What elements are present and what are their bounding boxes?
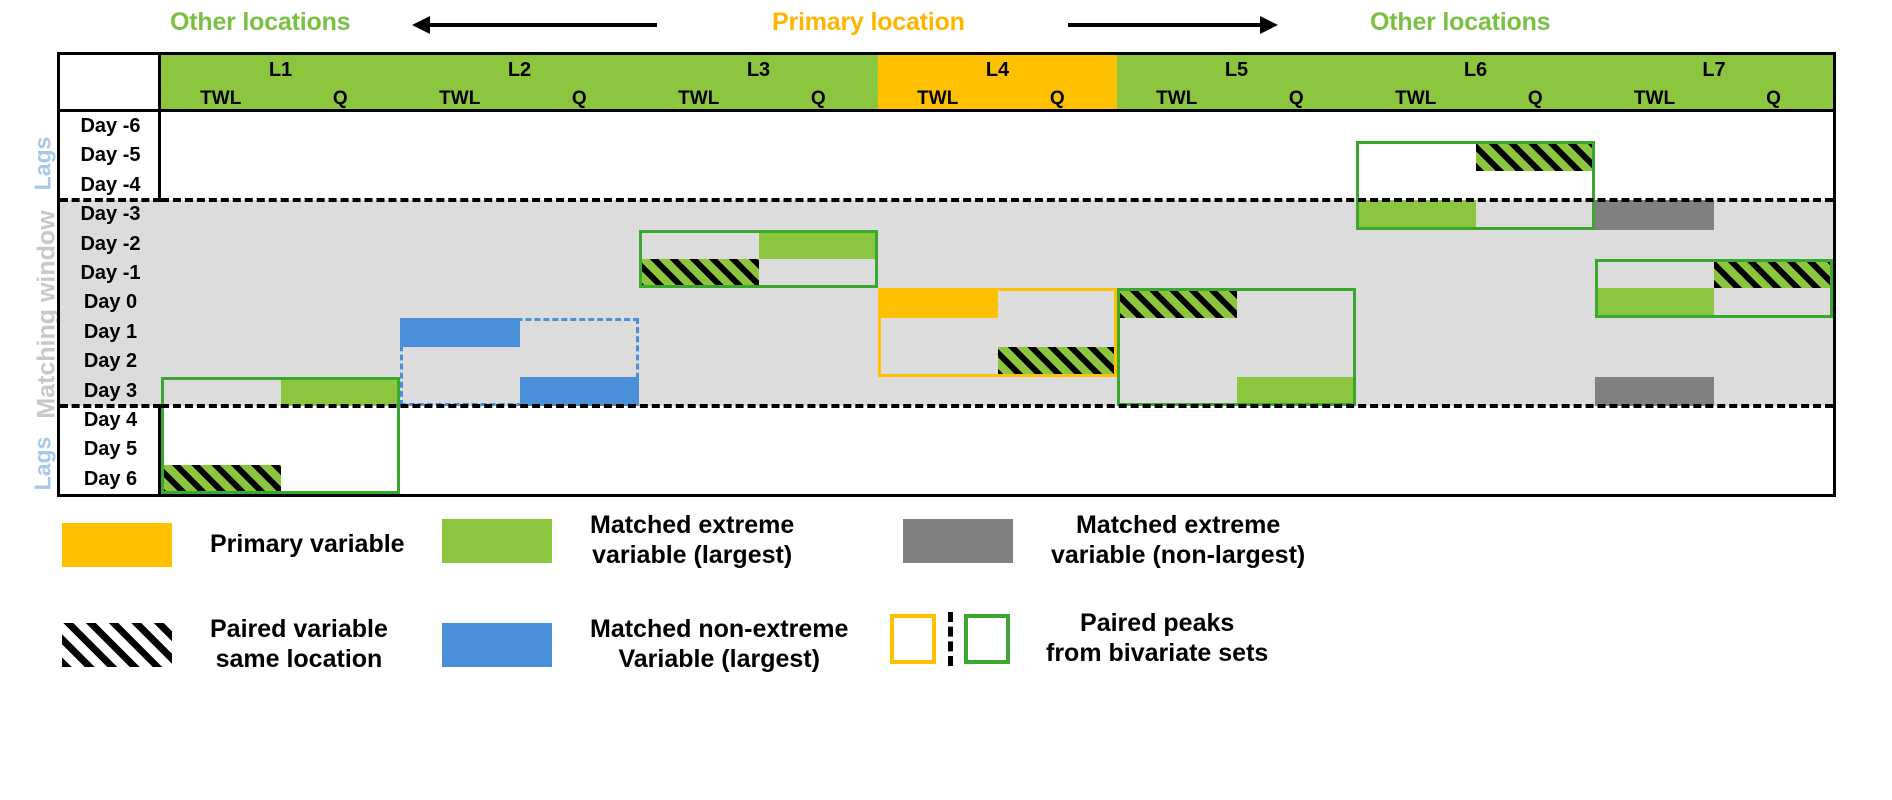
header-location-L5: L5 bbox=[1117, 55, 1356, 85]
cell-L5-TWL-day-0 bbox=[1117, 288, 1237, 319]
row-label-day-2: Day 2 bbox=[83, 350, 138, 373]
row-label-day--3: Day -3 bbox=[80, 203, 141, 226]
row-label-day-0: Day 0 bbox=[83, 291, 138, 314]
row-label-day-3: Day 3 bbox=[83, 379, 138, 402]
header-location-L7: L7 bbox=[1595, 55, 1833, 85]
header-variable-L7-Q: Q bbox=[1714, 85, 1833, 112]
legend-label-matched-non-extreme: Matched non-extreme Variable (largest) bbox=[590, 615, 849, 673]
matching-window-top-divider bbox=[161, 198, 1833, 203]
legend-item-matched-extreme-non-largest: Matched extreme variable (non-largest) bbox=[903, 511, 1305, 570]
cell-L7-Q-day--1 bbox=[1714, 259, 1833, 289]
matching-window-top-divider-left bbox=[60, 198, 161, 203]
legend-label-matched-extreme-largest: Matched extreme variable (largest) bbox=[590, 511, 795, 569]
header-variable-L7-TWL: TWL bbox=[1595, 85, 1714, 112]
row-label-day-1: Day 1 bbox=[83, 320, 138, 343]
legend-swatch-matched-extreme-non-largest bbox=[903, 518, 1013, 563]
paired-peak-square-green bbox=[964, 613, 1010, 664]
cell-L2-TWL-day-1 bbox=[400, 317, 520, 348]
cell-L6-Q-day--5 bbox=[1475, 141, 1595, 172]
legend-item-paired-peaks: Paired peaks from bivariate sets bbox=[890, 609, 1268, 668]
plot-area bbox=[161, 112, 1833, 495]
header-variable-L2-TWL: TWL bbox=[400, 85, 520, 112]
day-label-column: Day -6 Day -5 Day -4 Day -3 Day -2 Day -… bbox=[60, 112, 161, 494]
header-variable-L4-TWL: TWL bbox=[878, 85, 998, 112]
legend-label-paired-peaks: Paired peaks from bivariate sets bbox=[1046, 609, 1269, 667]
header-bottom-rule bbox=[161, 109, 1836, 112]
cell-L3-Q-day--2 bbox=[758, 229, 878, 259]
cell-L4-Q-day-2 bbox=[997, 347, 1117, 377]
legend-swatch-paired-peaks bbox=[890, 611, 1010, 667]
legend: Primary variable Matched extreme variabl… bbox=[0, 505, 1892, 800]
row-label-day--2: Day -2 bbox=[80, 232, 141, 255]
legend-item-paired-variable-same-location: Paired variable same location bbox=[62, 615, 388, 674]
header-location-L6: L6 bbox=[1356, 55, 1595, 85]
legend-label-primary-variable: Primary variable bbox=[210, 530, 405, 559]
row-label-day-6: Day 6 bbox=[83, 467, 138, 490]
cell-L7-TWL-day-3 bbox=[1595, 376, 1714, 406]
matching-window-bottom-divider-left bbox=[60, 404, 161, 408]
table-body: Day -6 Day -5 Day -4 Day -3 Day -2 Day -… bbox=[60, 112, 1833, 495]
paired-peak-divider-dashed bbox=[947, 611, 953, 666]
side-label-lags-bottom: Lags bbox=[29, 436, 56, 491]
header-variable-L5-TWL: TWL bbox=[1117, 85, 1237, 112]
other-locations-left-label: Other locations bbox=[170, 8, 351, 36]
legend-item-matched-extreme-largest: Matched extreme variable (largest) bbox=[442, 511, 794, 570]
matching-window-table: L1 L2 L3 L4 L5 L6 L7 TWL Q TWL Q TWL Q T… bbox=[57, 52, 1836, 497]
row-label-day--4: Day -4 bbox=[80, 173, 141, 196]
header-variable-L3-TWL: TWL bbox=[639, 85, 759, 112]
header-location-L1: L1 bbox=[161, 55, 400, 85]
header-variable-L1-Q: Q bbox=[280, 85, 400, 112]
legend-label-paired-variable-same-location: Paired variable same location bbox=[210, 615, 388, 673]
legend-item-matched-non-extreme: Matched non-extreme Variable (largest) bbox=[442, 615, 848, 674]
header-variable-L3-Q: Q bbox=[758, 85, 878, 112]
side-label-lags-top: Lags bbox=[29, 136, 56, 191]
cell-L2-Q-day-3 bbox=[519, 376, 639, 406]
cell-L1-Q-day-3 bbox=[280, 376, 400, 406]
row-label-day-5: Day 5 bbox=[83, 438, 138, 461]
cell-L5-Q-day-3 bbox=[1236, 376, 1356, 406]
paired-peak-square-amber bbox=[890, 613, 936, 664]
matching-window-shading-left bbox=[60, 200, 161, 406]
header-variable-L6-TWL: TWL bbox=[1356, 85, 1476, 112]
header-variable-L1-TWL: TWL bbox=[161, 85, 281, 112]
header-location-L2: L2 bbox=[400, 55, 639, 85]
cell-L6-TWL-day--3 bbox=[1356, 200, 1476, 230]
cell-L4-TWL-day-0 bbox=[878, 288, 998, 318]
legend-swatch-matched-non-extreme bbox=[442, 622, 552, 667]
arrow-right bbox=[1068, 14, 1278, 34]
legend-label-matched-extreme-non-largest: Matched extreme variable (non-largest) bbox=[1051, 511, 1306, 569]
header-location-L3: L3 bbox=[639, 55, 878, 85]
row-label-day--1: Day -1 bbox=[80, 262, 141, 284]
row-label-day--5: Day -5 bbox=[80, 144, 141, 167]
header-variable-L6-Q: Q bbox=[1475, 85, 1595, 112]
primary-location-label: Primary location bbox=[772, 8, 965, 36]
header-variable-L4-Q: Q bbox=[997, 85, 1117, 112]
arrow-left bbox=[412, 14, 657, 34]
other-locations-right-label: Other locations bbox=[1370, 8, 1551, 36]
legend-item-primary-variable: Primary variable bbox=[62, 523, 405, 567]
legend-swatch-primary-variable bbox=[62, 523, 172, 567]
row-label-day--6: Day -6 bbox=[80, 115, 141, 137]
header-variable-L2-Q: Q bbox=[519, 85, 639, 112]
cell-L1-TWL-day-6 bbox=[161, 464, 281, 495]
cell-L3-TWL-day--1 bbox=[639, 259, 759, 289]
header-location-L4: L4 bbox=[878, 55, 1117, 85]
matching-window-bottom-divider bbox=[161, 404, 1833, 408]
legend-swatch-matched-extreme-largest bbox=[442, 518, 552, 563]
row-label-day-4: Day 4 bbox=[83, 409, 138, 431]
cell-L7-TWL-day--3 bbox=[1595, 200, 1714, 230]
legend-swatch-paired-variable-hatch bbox=[62, 622, 172, 667]
cell-L7-TWL-day-0 bbox=[1595, 288, 1714, 318]
header-corner-blank bbox=[60, 55, 161, 112]
top-annotation-band: Other locations Primary location Other l… bbox=[0, 0, 1892, 52]
header-variable-L5-Q: Q bbox=[1236, 85, 1356, 112]
